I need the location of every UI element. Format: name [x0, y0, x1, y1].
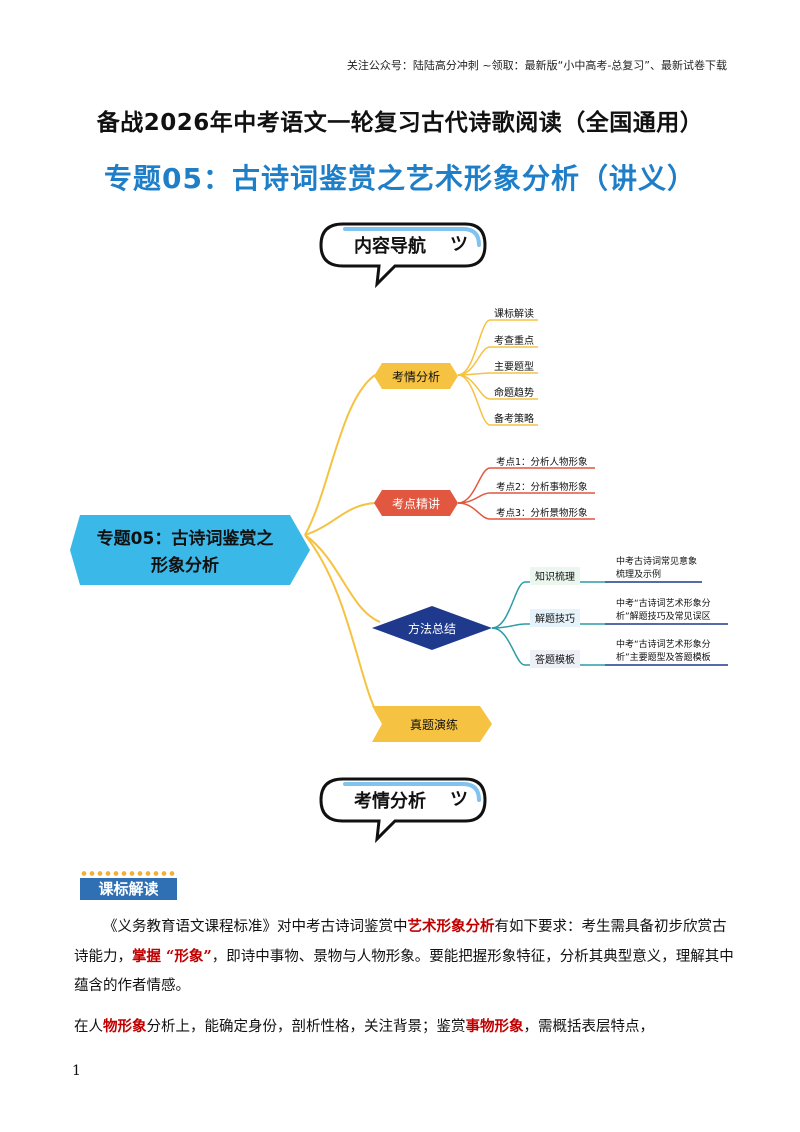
link-kaodian [304, 502, 376, 536]
p1-text-c: ，即诗中事物、景物与人物形象。要能把握形象特征，分析其典型意义，理解其中蕴含的作… [74, 949, 734, 994]
nav-bubble: 内容导航 ツ [315, 220, 490, 290]
section-bubble: 考情分析 ツ [315, 775, 490, 845]
sub-title: 专题05：古诗词鉴赏之艺术形象分析（讲义） [104, 162, 696, 195]
leaf-kaoqing-1: 课标解读 [494, 307, 534, 320]
center-node-line2: 形象分析 [151, 555, 219, 576]
link-fangfa [304, 534, 381, 623]
method-3-desc1: 中考“古诗词艺术形象分 [616, 638, 711, 650]
method-1-label: 知识梳理 [535, 570, 575, 583]
paragraph-2: 在人物形象分析上，能确定身份，剖析性格，关注背景；鉴赏事物形象，需概括表层特点， [74, 1012, 734, 1042]
method-label-bg-1 [530, 567, 580, 585]
method-2-desc1: 中考“古诗词艺术形象分 [616, 597, 711, 609]
leaf-kaoqing-4: 命题趋势 [494, 386, 534, 399]
p2-text-c: ，需概括表层特点， [523, 1019, 655, 1035]
node-kaoqing-label: 考情分析 [392, 370, 440, 384]
node-zhenti-label: 真题演练 [410, 717, 458, 732]
p1-highlight-a: 艺术形象分析 [407, 918, 495, 935]
node-kaodian-shape [374, 490, 458, 516]
node-zhenti-shape [372, 706, 492, 742]
p2-highlight-b: 事物形象 [465, 1018, 524, 1035]
method-2-desc2: 析”解题技巧及常见误区 [616, 610, 711, 622]
dot-strip [80, 870, 177, 877]
center-node-shape [70, 515, 310, 585]
method-label-bg-3 [530, 650, 580, 668]
p2-text-b: 分析上，能确定身份，剖析性格，关注背景；鉴赏 [146, 1019, 466, 1035]
p2-highlight-a: 物形象 [103, 1018, 147, 1035]
node-fangfa-shape [372, 606, 492, 650]
method-3-label: 答题模板 [535, 653, 575, 666]
leaf-kaodian-2: 考点2：分析事物形象 [496, 481, 588, 493]
leaf-kaodian-1: 考点1：分析人物形象 [496, 456, 588, 468]
p1-text-b: 有如下要求：考生需具备初步欣赏古诗能力， [74, 919, 727, 965]
section-tag: 课标解读 [80, 870, 177, 900]
section-bubble-label: 考情分析 [354, 791, 426, 812]
speech-bubble-icon [319, 222, 487, 289]
method-1-desc1: 中考古诗词常见意象 [616, 555, 697, 567]
squiggle-icon: ツ [450, 789, 468, 810]
link-zhenti [304, 534, 381, 719]
squiggle-icon: ツ [450, 234, 468, 255]
mind-map-svg: 专题05：古诗词鉴赏之 形象分析 考情分析 课标解读 考查重点 主要题型 命题趋… [70, 307, 728, 742]
paragraph-1: 《义务教育语文课程标准》对中考古诗词鉴赏中艺术形象分析有如下要求：考生需具备初步… [74, 912, 734, 1001]
p2-text-a: 在人 [74, 1019, 103, 1035]
link-kaoqing [304, 374, 376, 536]
p1-text-a: 《义务教育语文课程标准》对中考古诗词鉴赏中 [103, 919, 408, 935]
node-fangfa-label: 方法总结 [408, 621, 456, 636]
method-2-label: 解题技巧 [535, 612, 575, 625]
center-node-line1: 专题05：古诗词鉴赏之 [97, 528, 274, 549]
p1-highlight-b: 掌握 “形象” [132, 948, 212, 965]
node-kaodian-label: 考点精讲 [392, 496, 440, 511]
speech-bubble-icon [319, 777, 487, 844]
main-title: 备战2026年中考语文一轮复习古代诗歌阅读（全国通用） [96, 110, 704, 136]
header-note: 关注公众号：陆陆高分冲刺 ~领取：最新版“小中高考-总复习”、最新试卷下载 [346, 59, 727, 72]
node-kaoqing-shape [374, 363, 458, 389]
leaf-kaoqing-3: 主要题型 [494, 360, 534, 373]
nav-bubble-label: 内容导航 [354, 236, 426, 257]
leaf-kaoqing-2: 考查重点 [494, 334, 534, 347]
page-number: 1 [72, 1063, 81, 1079]
method-3-desc2: 析”主要题型及答题模板 [616, 651, 711, 663]
section-tag-label: 课标解读 [80, 878, 177, 900]
method-label-bg-2 [530, 609, 580, 627]
method-1-desc2: 梳理及示例 [616, 568, 661, 580]
mind-map: 专题05：古诗词鉴赏之 形象分析 考情分析 课标解读 考查重点 主要题型 命题趋… [60, 290, 740, 760]
leaf-kaodian-3: 考点3：分析景物形象 [496, 507, 588, 519]
leaf-kaoqing-5: 备考策略 [494, 412, 534, 425]
